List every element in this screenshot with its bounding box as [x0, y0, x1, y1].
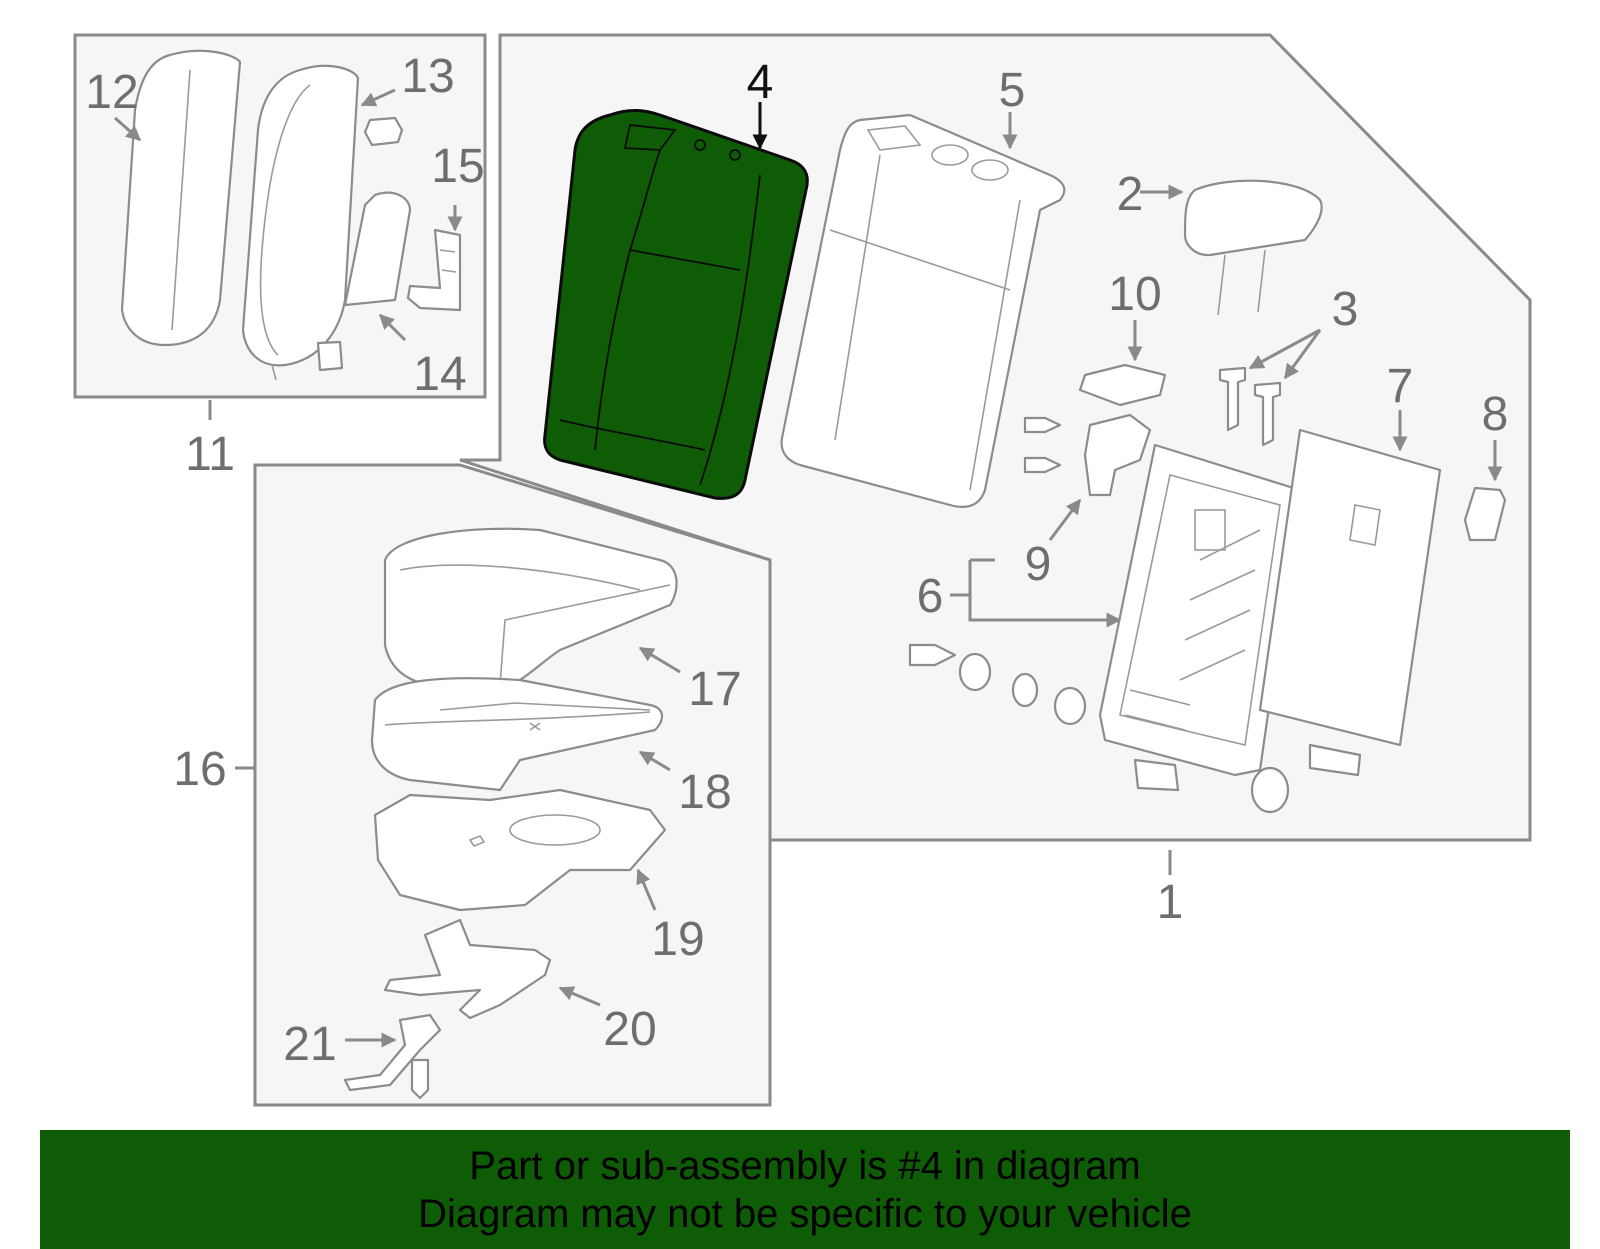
- callout-6: 6: [917, 570, 944, 623]
- callout-10: 10: [1108, 268, 1161, 321]
- part-18-cushion-pad: [370, 677, 663, 792]
- part-5-seat-back-pad: [780, 113, 1066, 508]
- callout-11: 11: [185, 428, 235, 481]
- callout-9: 9: [1025, 538, 1052, 591]
- part-9-latch: [1023, 413, 1152, 497]
- info-banner: Part or sub-assembly is #4 in diagram Di…: [40, 1130, 1570, 1249]
- callout-4: 4: [747, 56, 774, 109]
- callout-18: 18: [678, 766, 731, 819]
- part-19-cushion-frame: [373, 788, 667, 912]
- part-20-bracket: [383, 918, 552, 1020]
- part-2-headrest: [1183, 179, 1323, 316]
- banner-line-2: Diagram may not be specific to your vehi…: [418, 1191, 1192, 1236]
- callout-8: 8: [1482, 388, 1509, 441]
- part-6-frame: [1098, 443, 1302, 777]
- callout-19: 19: [651, 913, 704, 966]
- part-13-clip: [363, 116, 404, 147]
- callout-12: 12: [85, 66, 138, 119]
- callout-14: 14: [413, 348, 466, 401]
- callout-2: 2: [1117, 168, 1144, 221]
- callout-15: 15: [431, 140, 484, 193]
- part-6-hardware: [908, 643, 1362, 814]
- callout-16: 16: [173, 743, 226, 796]
- callout-5: 5: [999, 64, 1026, 117]
- banner-line-1: Part or sub-assembly is #4 in diagram: [469, 1143, 1141, 1188]
- callout-1: 1: [1157, 876, 1184, 929]
- callout-17: 17: [688, 663, 741, 716]
- callout-21: 21: [283, 1018, 336, 1071]
- group-box-16: [253, 463, 772, 1107]
- part-11-clip: [316, 340, 344, 372]
- part-3-guides: [1218, 366, 1282, 447]
- part-4-shape[interactable]: [543, 109, 809, 500]
- part-14-pad: [343, 191, 412, 307]
- part-7-back-panel: [1258, 428, 1442, 747]
- part-4-seat-back-cover[interactable]: [543, 109, 809, 500]
- callout-20: 20: [603, 1003, 656, 1056]
- part-17-cushion-cover: [383, 527, 678, 687]
- callout-7: 7: [1387, 360, 1414, 413]
- part-21-bracket: [343, 1013, 442, 1100]
- callout-13: 13: [401, 50, 454, 103]
- part-10-bezel: [1078, 363, 1167, 407]
- part-8-clip: [1463, 486, 1507, 542]
- leader-lines: [114, 88, 1503, 1048]
- part-12-bolster-cover: [120, 49, 242, 347]
- part-15-bracket: [406, 228, 462, 312]
- part-13-bolster: [241, 64, 360, 381]
- callout-3: 3: [1332, 283, 1359, 336]
